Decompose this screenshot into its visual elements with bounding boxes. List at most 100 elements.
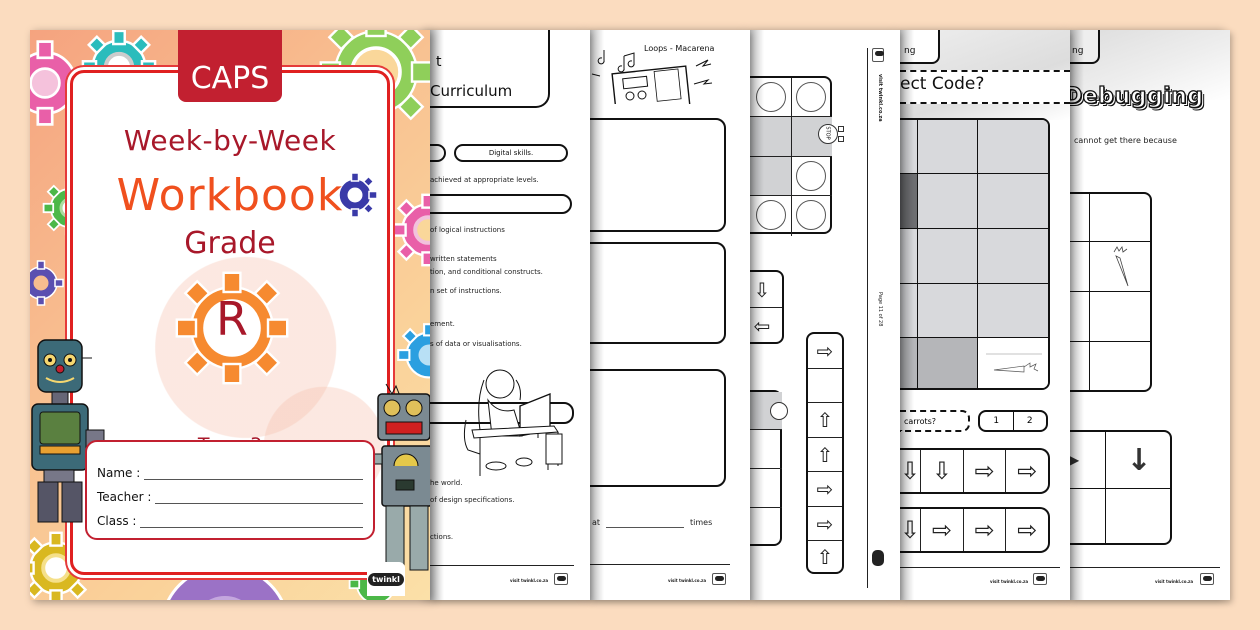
tab-label: ng xyxy=(904,46,916,56)
header-tab: ng xyxy=(900,30,940,64)
right-robot-icon xyxy=(326,383,430,571)
caps-badge-label: CAPS xyxy=(190,61,270,96)
arrow-up-icon: ⇧ xyxy=(816,544,834,569)
arrow-right-icon: ⇨ xyxy=(962,509,1006,551)
question-text: carrots? xyxy=(904,416,937,426)
text-line: tion, and conditional constructs. xyxy=(430,268,543,276)
arrow-left-icon: ⇦ xyxy=(753,314,771,338)
arrow-right-icon: ⇨ xyxy=(1005,450,1048,492)
text-line: s of data or visualisations. xyxy=(430,340,522,348)
arrow-right-icon: ⇨ xyxy=(808,507,842,541)
answer-options[interactable]: 1 2 xyxy=(978,410,1048,432)
tab-label: ng xyxy=(1072,46,1084,56)
apple-icon xyxy=(756,200,786,230)
footer-divider xyxy=(900,567,1060,568)
footer-url: visit twinkl.co.za xyxy=(510,578,549,583)
robot-icon xyxy=(766,402,796,426)
page-title: ect Code? xyxy=(900,74,985,94)
arrow-up-icon: ⇧ xyxy=(808,438,842,472)
carrot-icon xyxy=(986,353,1042,373)
footer-divider xyxy=(590,564,730,565)
question-box: carrots? xyxy=(900,410,970,432)
arrow-sequence: ⇨ ⇧ ⇧ ⇨ ⇨ ⇧ xyxy=(806,332,844,574)
arrow-down-icon: ⇩ xyxy=(750,272,782,308)
footer-url: visit twinkl.co.za xyxy=(990,579,1029,584)
workbook-cover: CAPS Week-by-Week Workbook Grade R Term … xyxy=(30,30,430,600)
title-grade: Grade xyxy=(184,226,276,261)
teacher-field[interactable]: Teacher : xyxy=(97,480,363,504)
code-grid xyxy=(900,118,1050,390)
twinkl-logo-icon xyxy=(712,573,726,585)
answer-box-3[interactable] xyxy=(590,369,726,487)
input-pill[interactable] xyxy=(430,194,572,214)
apple-icon xyxy=(796,82,826,112)
repeat-prefix: at xyxy=(592,518,601,527)
arrow-down-icon: ⇩ xyxy=(920,450,963,492)
orange-gear-icon xyxy=(175,271,289,385)
text-line: ctions. xyxy=(430,533,454,541)
title-workbook: Workbook xyxy=(116,170,344,221)
twinkl-logo-icon xyxy=(872,48,884,62)
repeat-suffix: times xyxy=(690,518,713,527)
option-2[interactable]: 2 xyxy=(1026,416,1033,426)
apple-icon xyxy=(796,161,826,191)
page-number: Page 11 of 28 xyxy=(877,292,883,327)
worksheet-loops: Loops - Macarena at times visit twinkl.c… xyxy=(590,30,750,600)
answer-box-1[interactable] xyxy=(590,118,726,232)
text-line: ement. xyxy=(430,320,455,328)
grade-letter: R xyxy=(216,292,248,346)
text-line: written statements xyxy=(430,255,497,263)
pink-gear-right-icon xyxy=(391,193,430,267)
arrow-right-icon: ⇨ xyxy=(808,334,842,369)
arrow-down-icon: ⇩ xyxy=(900,457,921,485)
class-input-line[interactable] xyxy=(140,516,363,528)
code-row-2: ⇩ ⇨ ⇨ ⇨ xyxy=(900,507,1050,553)
page-title-line1: t xyxy=(436,54,442,70)
repeat-count-blank[interactable] xyxy=(606,527,684,528)
footer-divider xyxy=(430,565,574,566)
apple-icon xyxy=(796,200,826,230)
right-arrow-icon: ▶ xyxy=(1070,453,1080,467)
twinkl-logo-icon xyxy=(1033,573,1047,585)
name-input-line[interactable] xyxy=(144,468,363,480)
footer-url: visit twinkl.co.za xyxy=(668,578,707,583)
page-title: Debugging xyxy=(1070,83,1204,109)
purple-gear-small-icon xyxy=(338,172,378,218)
header-tab: ng xyxy=(1070,30,1100,64)
left-robot-icon xyxy=(31,339,105,523)
arrow-right-icon: ⇨ xyxy=(1005,509,1048,551)
twinkl-logo-badge: twinkl xyxy=(367,562,405,596)
text-line: he world. xyxy=(430,479,463,487)
title-box xyxy=(900,70,1070,104)
down-arrow-icon: ↓ xyxy=(1126,442,1152,478)
twinkl-logo-icon xyxy=(554,573,568,585)
class-field[interactable]: Class : xyxy=(97,504,363,528)
robot-label: STOP xyxy=(824,126,831,140)
text-line: of logical instructions xyxy=(430,226,505,234)
pill-digital-skills: Digital skills. xyxy=(454,144,568,162)
side-divider xyxy=(867,48,868,588)
arrow-empty-slot[interactable] xyxy=(808,369,842,403)
name-field[interactable]: Name : xyxy=(97,456,363,480)
class-label: Class : xyxy=(97,514,137,528)
page-title: Loops - Macarena xyxy=(644,44,715,53)
student-details-box: Name : Teacher : Class : xyxy=(85,440,375,540)
twinkl-logo-icon xyxy=(872,550,884,566)
carrot-icon xyxy=(1113,246,1129,287)
arrow-down-icon: ⇩ xyxy=(900,516,921,544)
robot-icon: STOP xyxy=(812,122,846,148)
title-box xyxy=(430,30,550,108)
option-1[interactable]: 1 xyxy=(980,412,1014,430)
teacher-input-line[interactable] xyxy=(155,492,363,504)
prompt-text: cannot get there because xyxy=(1074,136,1177,145)
text-line: n set of instructions. xyxy=(430,287,502,295)
arrow-right-icon: ⇨ xyxy=(920,509,963,551)
caps-badge: CAPS xyxy=(178,30,282,102)
text-line: achieved at appropriate levels. xyxy=(430,176,539,184)
apple-icon xyxy=(756,82,786,112)
blue-gear-icon xyxy=(397,323,430,379)
text-line: of design specifications. xyxy=(430,496,515,504)
worksheet-robot-path: STOP ⇩ ⇦ ⇨ ⇧ ⇧ ⇨ ⇨ ⇧ visit twinkl.co.za … xyxy=(750,30,900,600)
worksheet-curriculum: t Curriculum Digital skills. achieved at… xyxy=(430,30,590,600)
answer-box-2[interactable] xyxy=(590,242,726,344)
